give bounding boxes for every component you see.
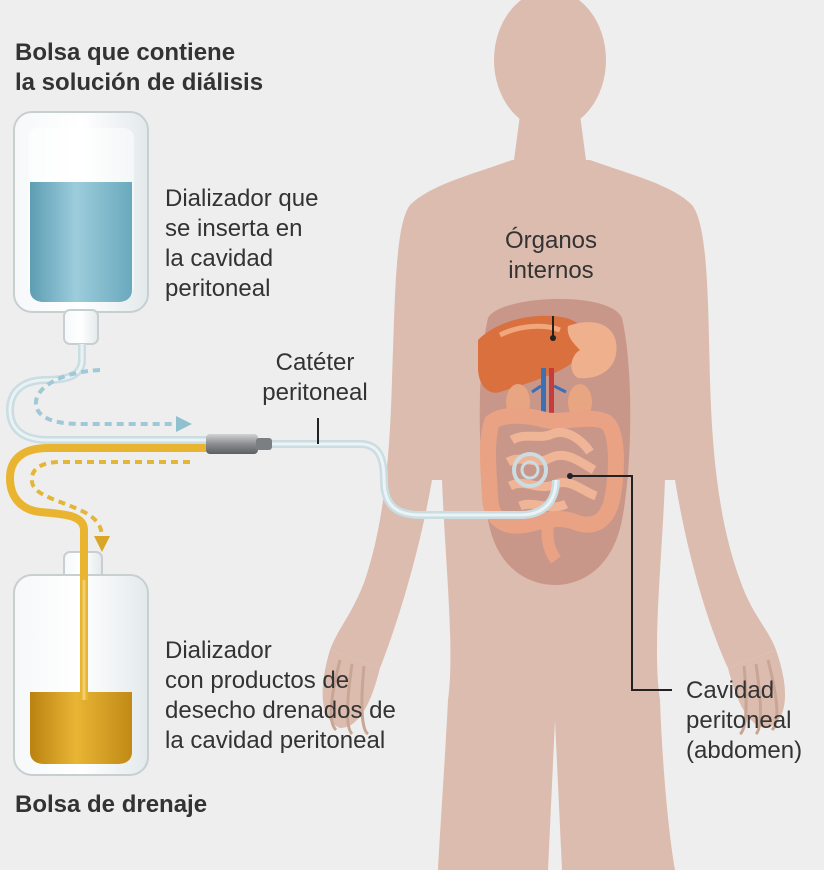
catheter-line: Catéter <box>250 348 380 378</box>
waste-fluid-line: la cavidad peritoneal <box>165 726 396 756</box>
cavity-line: Cavidad <box>686 676 802 706</box>
drain-bag-title-line: Bolsa de drenaje <box>15 790 207 820</box>
dialysis-solution-bag <box>14 112 148 344</box>
supply-bag-title-line: la solución de diálisis <box>15 68 263 98</box>
supply-fluid-label: Dializador que se inserta en la cavidad … <box>165 184 318 304</box>
catheter-label: Catéter peritoneal <box>250 348 380 408</box>
organs-label: Órganos internos <box>478 226 624 286</box>
clean-flow-arrow <box>36 370 192 432</box>
waste-fluid-line: desecho drenados de <box>165 696 396 726</box>
cavity-label: Cavidad peritoneal (abdomen) <box>686 676 802 766</box>
organs-line: internos <box>478 256 624 286</box>
drain-bag-title: Bolsa de drenaje <box>15 790 207 820</box>
supply-fluid-line: Dializador que <box>165 184 318 214</box>
cavity-line: peritoneal <box>686 706 802 736</box>
organs-line: Órganos <box>478 226 624 256</box>
waste-fluid-line: Dializador <box>165 636 396 666</box>
waste-fluid-line: con productos de <box>165 666 396 696</box>
catheter-line: peritoneal <box>250 378 380 408</box>
waste-flow-arrow <box>32 462 190 552</box>
supply-fluid-line: se inserta en <box>165 214 318 244</box>
supply-bag-title-line: Bolsa que contiene <box>15 38 263 68</box>
supply-bag-title: Bolsa que contiene la solución de diális… <box>15 38 263 98</box>
supply-fluid-line: peritoneal <box>165 274 318 304</box>
supply-fluid-line: la cavidad <box>165 244 318 274</box>
waste-fluid-label: Dializador con productos de desecho dren… <box>165 636 396 756</box>
cavity-line: (abdomen) <box>686 736 802 766</box>
